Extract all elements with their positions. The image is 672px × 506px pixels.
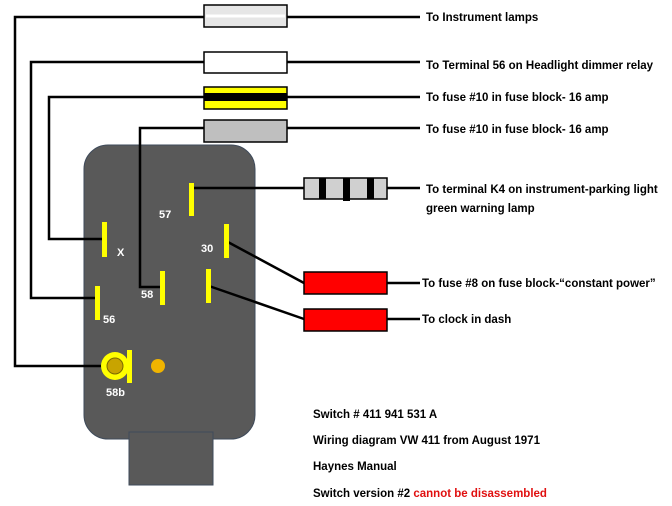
- wire-fuse10-b: [138, 126, 204, 289]
- wire-clock: [208, 284, 305, 321]
- wire-instrument-lamps: [13, 15, 204, 368]
- wire-headlight-relay: [29, 60, 204, 300]
- note-version-prefix: Switch version #2: [313, 488, 413, 500]
- label-k4-line2: green warning lamp: [426, 203, 535, 215]
- terminal-label-58b: 58b: [106, 387, 125, 399]
- label-fuse8: To fuse #8 on fuse block-“constant power…: [422, 278, 656, 290]
- terminal-label-56: 56: [103, 314, 115, 326]
- terminal-label-x: X: [117, 247, 125, 259]
- fuse8-component: [303, 271, 388, 295]
- label-headlight-relay: To Terminal 56 on Headlight dimmer relay: [426, 60, 654, 72]
- terminal-unlabeled: [206, 269, 211, 303]
- terminal-30: [224, 224, 229, 258]
- terminal-label-57: 57: [159, 209, 171, 221]
- terminal-56: [95, 286, 100, 320]
- label-k4-line1: To terminal K4 on instrument-parking lig…: [426, 184, 658, 196]
- terminal-label-30: 30: [201, 243, 213, 255]
- relay-component: [203, 51, 288, 74]
- note-wiring: Wiring diagram VW 411 from August 1971: [313, 435, 541, 447]
- wire-fuse8: [225, 239, 305, 285]
- wire-lines: [13, 15, 420, 368]
- terminal-x: [102, 222, 107, 257]
- label-clock: To clock in dash: [422, 314, 511, 326]
- terminal-57: [189, 183, 194, 216]
- label-instrument-lamps: To Instrument lamps: [426, 12, 538, 24]
- terminal-label-58: 58: [141, 289, 153, 301]
- terminal-58: [160, 271, 165, 305]
- wire-fuse10-a: [47, 95, 204, 241]
- label-fuse10-b: To fuse #10 in fuse block- 16 amp: [426, 124, 609, 136]
- note-part-number: Switch # 411 941 531 A: [313, 409, 437, 421]
- note-version-warning: cannot be disassembled: [413, 488, 547, 500]
- switch-stem: [128, 431, 214, 486]
- note-version: Switch version #2 cannot be disassembled: [313, 488, 547, 500]
- note-manual: Haynes Manual: [313, 461, 397, 473]
- label-fuse10-a: To fuse #10 in fuse block- 16 amp: [426, 92, 609, 104]
- terminal-bars: [95, 183, 229, 320]
- clock-fuse-component: [303, 308, 388, 332]
- fuse10-component-b: [203, 119, 288, 143]
- indicator-dot: [151, 359, 165, 373]
